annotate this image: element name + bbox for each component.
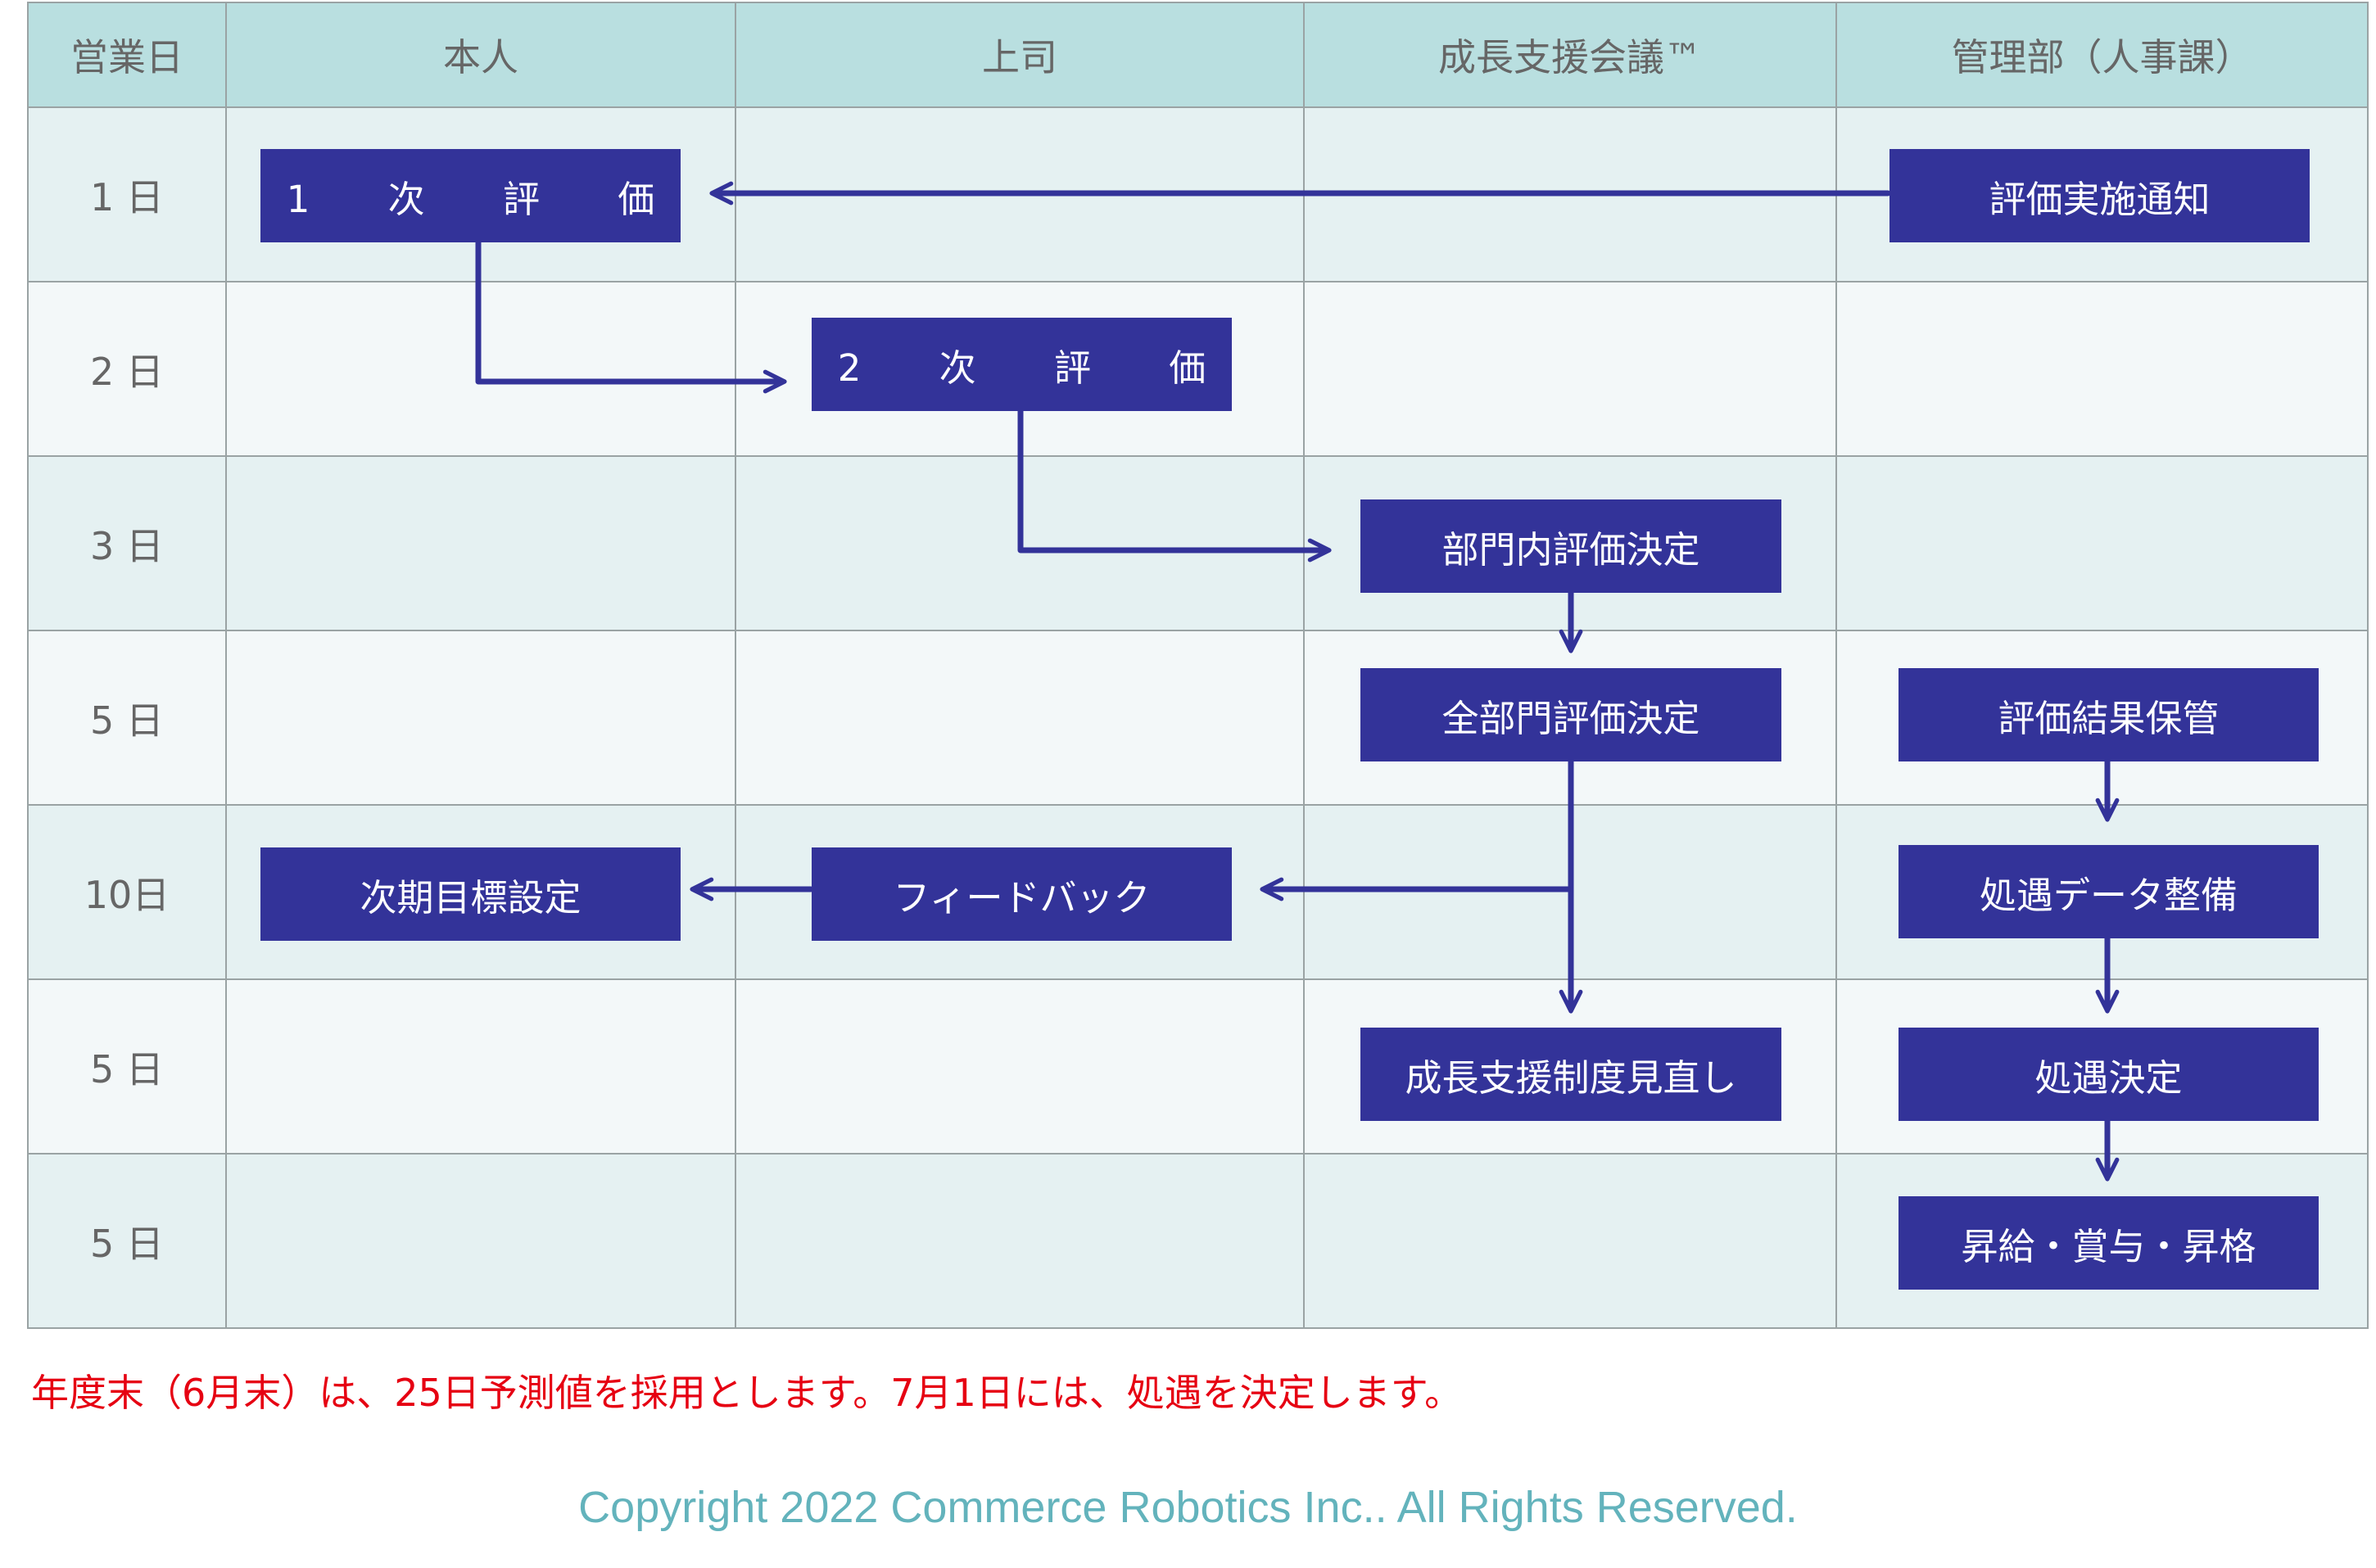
day-label: 3 日 — [27, 455, 227, 631]
all-dept-eval-box: 全部門評価決定 — [1360, 668, 1781, 761]
header-boss: 上司 — [735, 2, 1305, 108]
eval-storage-box: 評価結果保管 — [1899, 668, 2319, 761]
day-label: 10日 — [27, 804, 227, 980]
lane-cell — [735, 1153, 1305, 1329]
lane-cell — [1835, 281, 2369, 457]
support-review-box: 成長支援制度見直し — [1360, 1028, 1781, 1121]
header-self: 本人 — [225, 2, 736, 108]
lane-cell — [225, 1153, 736, 1329]
next-goal-box: 次期目標設定 — [260, 847, 681, 941]
first-eval-box: 1 次 評 価 — [260, 149, 681, 242]
arrow-first-to-second-eval — [475, 239, 787, 394]
day-label: 5 日 — [27, 630, 227, 806]
header-row: 営業日 本人 上司 成長支援会議™ 管理部（人事課） — [27, 2, 2369, 108]
lane-cell — [1303, 1153, 1837, 1329]
treatment-decision-box: 処遇決定 — [1899, 1028, 2319, 1121]
second-eval-box: 2 次 評 価 — [812, 318, 1232, 411]
lane-cell — [735, 978, 1305, 1155]
header-growth-meeting: 成長支援会議™ — [1303, 2, 1837, 108]
day-label: 5 日 — [27, 1153, 227, 1329]
fiscal-year-note: 年度末（6月末）は、25日予測値を採用とします。7月1日には、処遇を決定します。 — [31, 1371, 1463, 1415]
lane-cell — [1303, 281, 1837, 457]
dept-eval-box: 部門内評価決定 — [1360, 499, 1781, 593]
treatment-data-box: 処遇データ整備 — [1899, 845, 2319, 938]
arrow-second-eval-to-dept-eval — [1017, 408, 1332, 563]
header-business-day: 営業日 — [27, 2, 227, 108]
copyright-text: Copyright 2022 Commerce Robotics Inc.. A… — [578, 1483, 1798, 1532]
lane-cell — [225, 978, 736, 1155]
lane-cell — [735, 630, 1305, 806]
day-label: 1 日 — [27, 106, 227, 282]
lane-cell — [225, 455, 736, 631]
day-label: 2 日 — [27, 281, 227, 457]
feedback-box: フィードバック — [812, 847, 1232, 941]
lane-cell — [225, 630, 736, 806]
table-row: 3 日 — [27, 455, 2369, 631]
raise-bonus-promotion-box: 昇給・賞与・昇格 — [1899, 1196, 2319, 1290]
header-admin: 管理部（人事課） — [1835, 2, 2369, 108]
day-label: 5 日 — [27, 978, 227, 1155]
table-row: 5 日 — [27, 1153, 2369, 1329]
lane-cell — [1835, 455, 2369, 631]
eval-notice-box: 評価実施通知 — [1889, 149, 2310, 242]
